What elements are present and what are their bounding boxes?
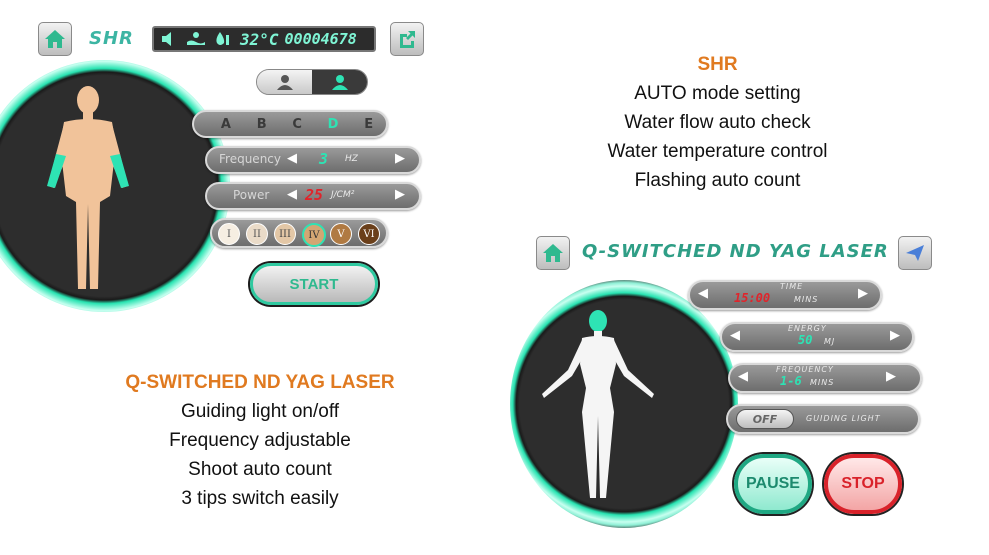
tip-a[interactable]: A	[220, 116, 231, 132]
shr-panel: SHR 32°C 00004678 A	[0, 0, 440, 320]
time-increase-icon[interactable]: ▶	[858, 286, 868, 301]
frequency-decrease-icon[interactable]: ◀	[287, 151, 297, 166]
yag-panel: Q-SWITCHED ND YAG LASER ◀ TIME 15:00 MIN…	[510, 230, 940, 555]
power-label: Power	[233, 188, 270, 202]
skin-type-ii[interactable]: II	[246, 223, 268, 245]
tip-selector: A B C D E	[192, 110, 388, 138]
frequency-control: Frequency ◀ 3 HZ ▶	[205, 146, 421, 174]
guiding-light-toggle-label: OFF	[752, 412, 778, 426]
energy-value: 50	[798, 333, 813, 347]
time-value: 15:00	[734, 291, 771, 305]
skin-type-iii[interactable]: III	[274, 223, 296, 245]
send-icon	[906, 245, 924, 261]
home-icon	[45, 30, 65, 48]
stop-button[interactable]: STOP	[824, 454, 902, 514]
yag-feature-2: Frequency adjustable	[169, 430, 351, 451]
start-button[interactable]: START	[250, 263, 378, 305]
frequency-increase-icon[interactable]: ▶	[395, 151, 405, 166]
power-decrease-icon[interactable]: ◀	[287, 187, 297, 202]
pause-button[interactable]: PAUSE	[734, 454, 812, 514]
pause-button-label: PAUSE	[746, 475, 800, 492]
right-forearm-highlight	[110, 154, 129, 188]
export-button[interactable]	[390, 22, 424, 56]
shr-feature-4: Flashing auto count	[634, 170, 801, 191]
yag-send-button[interactable]	[898, 236, 932, 270]
water-temp-icon	[216, 32, 229, 45]
export-icon	[400, 31, 415, 48]
time-unit: MINS	[794, 295, 819, 304]
guiding-light-toggle[interactable]: OFF	[736, 409, 794, 429]
yag-feature-4: 3 tips switch easily	[181, 488, 339, 509]
head-highlight	[589, 310, 607, 332]
tip-d[interactable]: D	[327, 116, 339, 132]
time-label: TIME	[780, 282, 804, 291]
yag-frequency-decrease-icon[interactable]: ◀	[738, 369, 748, 384]
yag-frequency-control: ◀ FREQUENCY 1-6 MINS ▶	[728, 363, 922, 393]
time-decrease-icon[interactable]: ◀	[698, 286, 708, 301]
frequency-label: Frequency	[219, 152, 281, 166]
tip-c[interactable]: C	[292, 116, 302, 132]
power-increase-icon[interactable]: ▶	[395, 187, 405, 202]
male-body-figure[interactable]	[38, 84, 138, 294]
shr-feature-3: Water temperature control	[607, 141, 828, 162]
frequency-value: 3	[319, 150, 329, 168]
male-profile-icon	[331, 75, 348, 90]
yag-feature-1: Guiding light on/off	[180, 401, 340, 422]
skin-type-i[interactable]: I	[218, 223, 240, 245]
skin-type-vi[interactable]: VI	[358, 223, 380, 245]
guiding-light-label: GUIDING LIGHT	[806, 414, 881, 423]
home-icon	[543, 244, 563, 262]
energy-control: ◀ ENERGY 50 MJ ▶	[720, 322, 914, 352]
frequency-unit: HZ	[345, 154, 358, 164]
guiding-light-control: OFF GUIDING LIGHT	[726, 404, 920, 434]
yag-body-map-circle	[510, 280, 738, 528]
yag-frequency-value: 1-6	[780, 374, 802, 388]
yag-description-heading: Q-SWITCHED ND YAG LASER	[125, 372, 395, 393]
yag-home-button[interactable]	[536, 236, 570, 270]
energy-label: ENERGY	[788, 324, 827, 333]
shr-feature-2: Water flow auto check	[624, 112, 811, 133]
male-profile-option[interactable]	[312, 70, 367, 94]
profile-toggle[interactable]	[256, 69, 368, 95]
tip-e[interactable]: E	[364, 116, 374, 132]
energy-increase-icon[interactable]: ▶	[890, 328, 900, 343]
female-body-figure[interactable]	[538, 308, 658, 503]
energy-unit: MJ	[824, 337, 836, 346]
power-control: Power ◀ 25 J/CM² ▶	[205, 182, 421, 210]
power-value: 25	[305, 186, 324, 204]
water-flow-icon	[187, 32, 205, 45]
female-profile-option[interactable]	[257, 70, 312, 94]
home-button[interactable]	[38, 22, 72, 56]
yag-frequency-increase-icon[interactable]: ▶	[886, 369, 896, 384]
yag-frequency-label: FREQUENCY	[776, 365, 834, 374]
flash-counter: 00004678	[284, 30, 357, 48]
skin-type-iv[interactable]: IV	[302, 223, 326, 247]
body-map-circle	[0, 60, 230, 312]
shr-feature-1: AUTO mode setting	[634, 83, 801, 104]
shr-description-heading: SHR	[697, 54, 738, 75]
shr-description: SHR AUTO mode setting Water flow auto ch…	[580, 50, 855, 195]
power-unit: J/CM²	[331, 190, 355, 200]
temperature-readout: 32°C	[240, 29, 279, 49]
left-forearm-highlight	[47, 154, 66, 188]
tip-b[interactable]: B	[256, 116, 267, 132]
speaker-icon	[162, 32, 171, 46]
skin-type-v[interactable]: V	[330, 223, 352, 245]
yag-feature-3: Shoot auto count	[188, 459, 332, 480]
shr-title: SHR	[89, 28, 134, 49]
yag-frequency-unit: MINS	[810, 378, 835, 387]
stop-button-label: STOP	[841, 475, 885, 492]
yag-description: Q-SWITCHED ND YAG LASER Guiding light on…	[110, 368, 410, 513]
status-bar: 32°C 00004678	[152, 26, 376, 52]
female-profile-icon	[276, 75, 293, 90]
time-control: ◀ TIME 15:00 MINS ▶	[688, 280, 882, 310]
energy-decrease-icon[interactable]: ◀	[730, 328, 740, 343]
yag-title: Q-SWITCHED ND YAG LASER	[582, 241, 889, 262]
start-button-label: START	[289, 275, 339, 293]
